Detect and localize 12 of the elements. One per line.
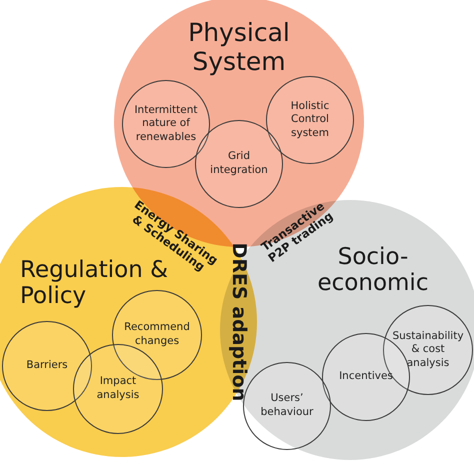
topic-label: Incentives xyxy=(339,370,393,384)
overlap-label: DRES adaption xyxy=(227,242,249,402)
circle-title: Socio- economic xyxy=(318,244,430,297)
topic-label: Intermittent nature of renewables xyxy=(133,104,199,144)
topic-label: Holistic Control system xyxy=(290,100,330,140)
topic-label: Impact analysis xyxy=(96,375,140,403)
topic-label: Recommend changes xyxy=(123,321,191,349)
topic-label: Users’ behaviour xyxy=(260,392,314,420)
topic-label: Barriers xyxy=(26,359,68,373)
topic-label: Sustainability & cost analysis xyxy=(391,330,465,370)
circle-title: Physical System xyxy=(187,19,291,76)
topic-label: Grid integration xyxy=(209,150,269,178)
